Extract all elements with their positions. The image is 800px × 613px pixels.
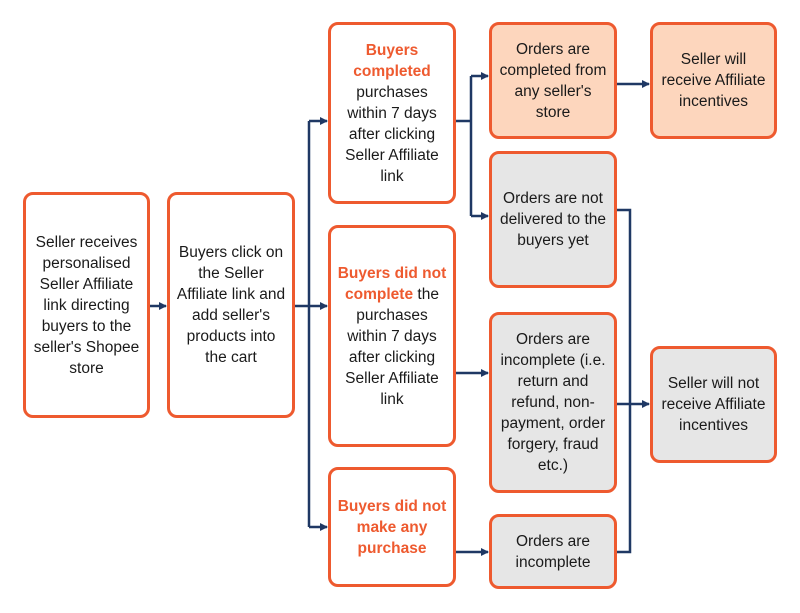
node-highlight: Buyers did not complete — [337, 264, 447, 303]
node-seller-not-receive-incentives: Seller will not receive Affiliate incent… — [650, 346, 777, 463]
node-highlight: Buyers completed — [353, 41, 431, 80]
node-text: Orders are incomplete — [515, 532, 591, 571]
node-orders-not-delivered: Orders are not delivered to the buyers y… — [489, 151, 617, 288]
completed-branch — [456, 76, 473, 216]
node-text: Orders are not delivered to the buyers y… — [500, 190, 606, 249]
node-seller-receive-incentives: Seller will receive Affiliate incentives — [650, 22, 777, 139]
node-text: Orders are incomplete (i.e. return and r… — [500, 331, 606, 474]
node-buyers-no-purchase: Buyers did not make any purchase — [328, 467, 456, 587]
node-orders-completed: Orders are completed from any seller's s… — [489, 22, 617, 139]
node-buyers-completed: Buyers completed purchases within 7 days… — [328, 22, 456, 204]
node-buyers-click: Buyers click on the Seller Affiliate lin… — [167, 192, 295, 418]
node-highlight: Buyers did not make any purchase — [337, 497, 447, 557]
node-orders-incomplete: Orders are incomplete — [489, 514, 617, 589]
merge-line — [617, 208, 632, 554]
node-text: Orders are completed from any seller's s… — [499, 40, 607, 121]
node-text: Seller will receive Affiliate incentives — [661, 51, 766, 110]
node-text: the purchases within 7 days after clicki… — [345, 285, 439, 408]
node-orders-incomplete-reasons: Orders are incomplete (i.e. return and r… — [489, 312, 617, 493]
branch-line — [295, 121, 311, 527]
node-text: Buyers click on the Seller Affiliate lin… — [176, 244, 286, 366]
node-seller-receives-link: Seller receives personalised Seller Affi… — [23, 192, 150, 418]
node-text: Seller receives personalised Seller Affi… — [33, 233, 140, 377]
node-text: purchases within 7 days after clicking S… — [345, 83, 439, 185]
node-text: Seller will not receive Affiliate incent… — [661, 375, 766, 434]
node-buyers-did-not-complete: Buyers did not complete the purchases wi… — [328, 225, 456, 447]
